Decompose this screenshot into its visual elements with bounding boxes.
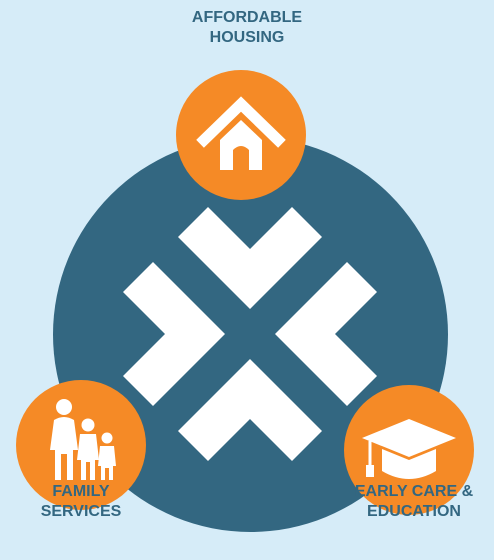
housing-label: AFFORDABLE HOUSING: [147, 8, 347, 48]
family-label-line-2: SERVICES: [40, 503, 122, 520]
converging-arrows-logo: [123, 207, 377, 461]
family-node: [16, 380, 146, 510]
education-label: EARLY CARE & EDUCATION: [334, 482, 494, 522]
graduation-cap-icon: [362, 419, 456, 479]
bottom-chevron: [178, 359, 322, 461]
housing-node: [176, 70, 306, 200]
education-label-line-1: EARLY CARE &: [354, 483, 474, 500]
house-icon: [196, 96, 286, 170]
education-node: [344, 385, 474, 515]
left-chevron: [123, 262, 225, 406]
family-icon: [50, 399, 116, 480]
housing-label-line-2: HOUSING: [209, 29, 285, 46]
family-label-line-1: FAMILY: [52, 483, 110, 500]
right-chevron: [275, 262, 377, 406]
top-chevron: [178, 207, 322, 309]
family-label: FAMILY SERVICES: [0, 482, 162, 522]
education-label-line-2: EDUCATION: [367, 503, 461, 520]
housing-label-line-1: AFFORDABLE: [191, 9, 303, 26]
